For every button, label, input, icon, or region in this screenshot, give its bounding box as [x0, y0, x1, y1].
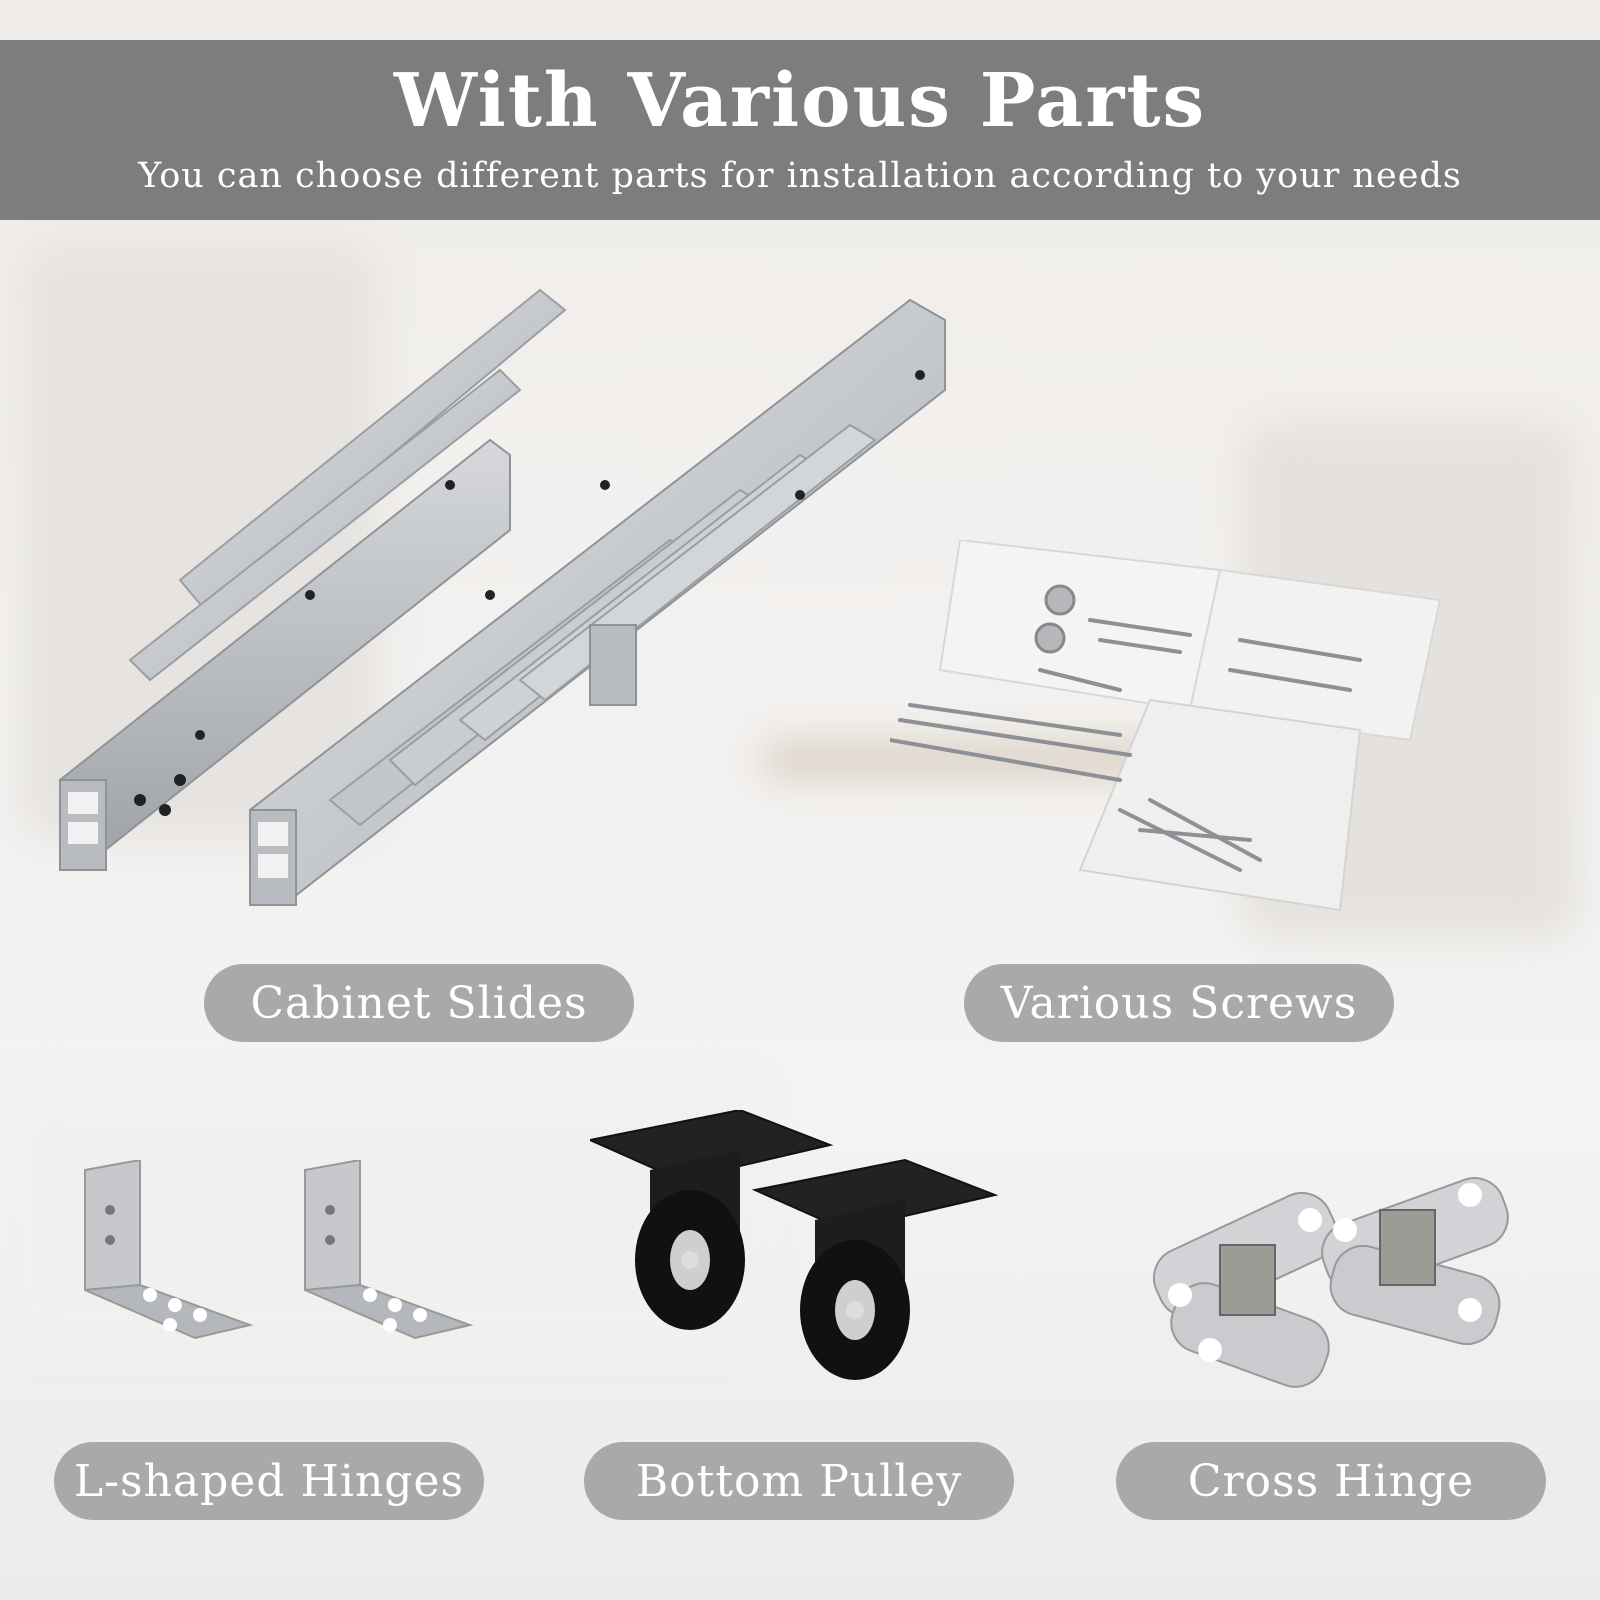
- label-cross-hinge: Cross Hinge: [1116, 1442, 1546, 1520]
- label-l-shaped-hinges: L-shaped Hinges: [54, 1442, 484, 1520]
- banner-title: With Various Parts: [393, 58, 1207, 144]
- caster-wheel-image: [590, 1110, 999, 1380]
- label-bottom-pulley: Bottom Pulley: [584, 1442, 1014, 1520]
- label-cabinet-slides: Cabinet Slides: [204, 964, 634, 1042]
- header-banner: [0, 40, 1600, 220]
- label-various-screws: Various Screws: [964, 964, 1394, 1042]
- cabinet-slides-image: [59, 288, 946, 906]
- screws-bag-image: [890, 540, 1442, 912]
- l-hinge-image: [84, 1160, 474, 1340]
- cross-hinge-image: [1152, 1177, 1509, 1388]
- banner-subtitle: You can choose different parts for insta…: [138, 156, 1462, 196]
